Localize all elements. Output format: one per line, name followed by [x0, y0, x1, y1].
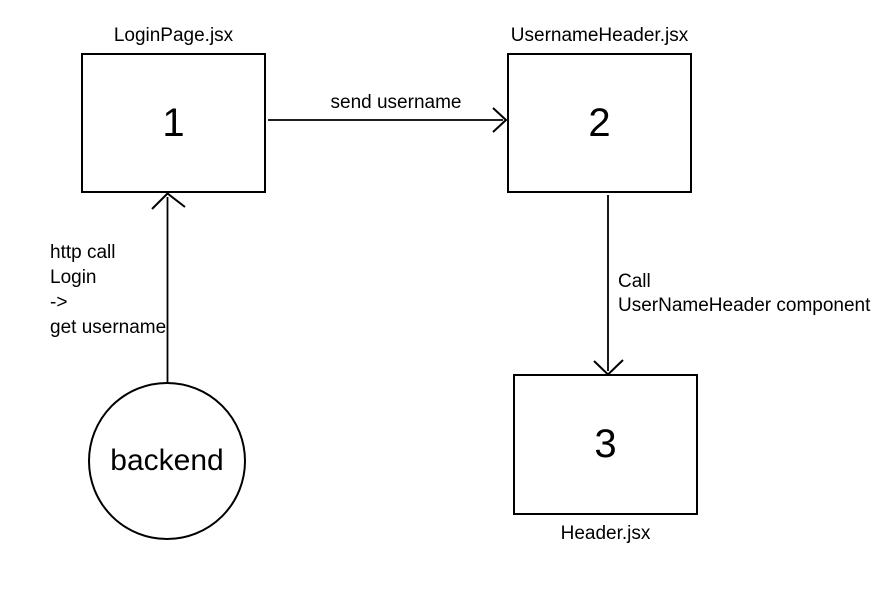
- arrow-backend-to-login: [151, 192, 186, 383]
- node-title-header: Header.jsx: [560, 523, 651, 544]
- node-title-username-header: UsernameHeader.jsx: [510, 25, 689, 46]
- node-number-2: 2: [588, 100, 611, 145]
- node-box-username-header: 2: [507, 53, 692, 193]
- edge-label-line: Login: [50, 267, 97, 288]
- arrow-send-username: [268, 107, 508, 133]
- edge-label-call-component: Call UserNameHeader component: [618, 270, 870, 318]
- edge-label-http-call: http call Login -> get username: [50, 240, 166, 340]
- node-number-1: 1: [162, 100, 185, 145]
- edge-label-line: get username: [50, 317, 167, 338]
- node-box-header: 3: [513, 374, 698, 515]
- node-label-backend: backend: [110, 444, 224, 477]
- node-box-login-page: 1: [81, 53, 266, 193]
- edge-label-send-username: send username: [330, 92, 462, 113]
- edge-label-line: ->: [50, 292, 68, 313]
- edge-label-line: Call: [618, 271, 651, 292]
- edge-label-line: http call: [50, 242, 116, 263]
- node-circle-backend: backend: [88, 382, 246, 540]
- node-title-login-page: LoginPage.jsx: [113, 25, 234, 46]
- edge-label-line: UserNameHeader component: [618, 295, 871, 316]
- node-number-3: 3: [594, 422, 617, 466]
